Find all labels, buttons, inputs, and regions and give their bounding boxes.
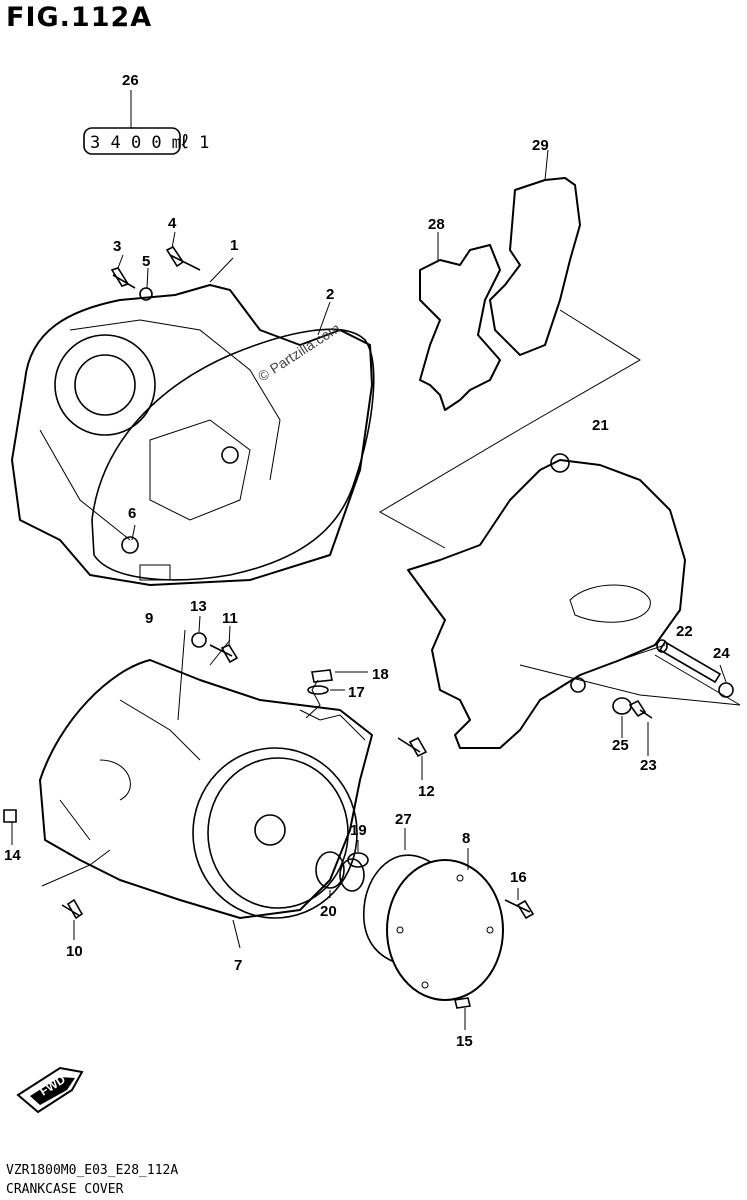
callout-13: 13 (190, 598, 207, 615)
callout-14: 14 (4, 847, 21, 864)
callout-8: 8 (462, 830, 470, 847)
callout-1: 1 (230, 237, 238, 254)
callout-7: 7 (234, 957, 242, 974)
callout-5: 5 (142, 253, 150, 270)
o-ring-20 (315, 851, 345, 889)
plug-18 (311, 669, 333, 683)
callout-12: 12 (418, 783, 435, 800)
bolt-10 (61, 898, 84, 920)
callout-9: 9 (145, 610, 153, 627)
cover-21 (407, 459, 686, 749)
callout-4: 4 (168, 215, 177, 232)
bolt-11 (209, 643, 239, 664)
callout-10: 10 (66, 943, 83, 960)
bolt-4 (165, 245, 201, 271)
callout-28: 28 (428, 216, 445, 233)
figure-title: FIG.112A (6, 2, 153, 33)
o-ring-17 (307, 685, 329, 695)
bolt-12 (397, 736, 428, 758)
callout-15: 15 (456, 1033, 473, 1050)
callout-2: 2 (326, 286, 334, 303)
washer-25 (612, 697, 632, 715)
callout-16: 16 (510, 869, 527, 886)
callout-22: 22 (676, 623, 693, 640)
cover-8 (386, 859, 504, 1001)
gasket-2 (91, 328, 375, 581)
callout-29: 29 (532, 137, 549, 154)
fwd-arrow: FWD (16, 1066, 84, 1114)
crankcase-cover-inner (11, 284, 373, 586)
callout-27: 27 (395, 811, 412, 828)
bolt-15 (454, 997, 471, 1009)
nut-24 (718, 682, 734, 698)
callout-25: 25 (612, 737, 629, 754)
dowel-14 (3, 809, 17, 823)
callout-6: 6 (128, 505, 136, 522)
washer-5 (139, 287, 153, 301)
bolt-16 (504, 899, 535, 920)
callout-20: 20 (320, 903, 337, 920)
callout-18: 18 (372, 666, 389, 683)
bolt-3 (110, 267, 136, 289)
sealant-label: 3 4 0 0 ㎖ 1 (90, 133, 209, 153)
bolt-23 (628, 699, 653, 719)
callout-21: 21 (592, 417, 609, 434)
footer-name: CRANKCASE COVER (6, 1182, 124, 1197)
callout-3: 3 (113, 238, 121, 255)
cover-plate-28 (419, 244, 501, 411)
clutch-cover-7 (39, 659, 373, 919)
cover-plate-29 (489, 177, 581, 356)
sealant-label-box (83, 127, 181, 155)
footer-code: VZR1800M0_E03_E28_112A (6, 1163, 179, 1178)
callout-23: 23 (640, 757, 657, 774)
washer-13 (191, 632, 207, 648)
callout-11: 11 (222, 610, 238, 627)
callout-26: 26 (122, 72, 139, 89)
oil-plug-19 (339, 852, 369, 892)
callout-24: 24 (713, 645, 730, 662)
callout-19: 19 (350, 822, 367, 839)
callout-17: 17 (348, 684, 365, 701)
spacer-22 (656, 639, 722, 684)
